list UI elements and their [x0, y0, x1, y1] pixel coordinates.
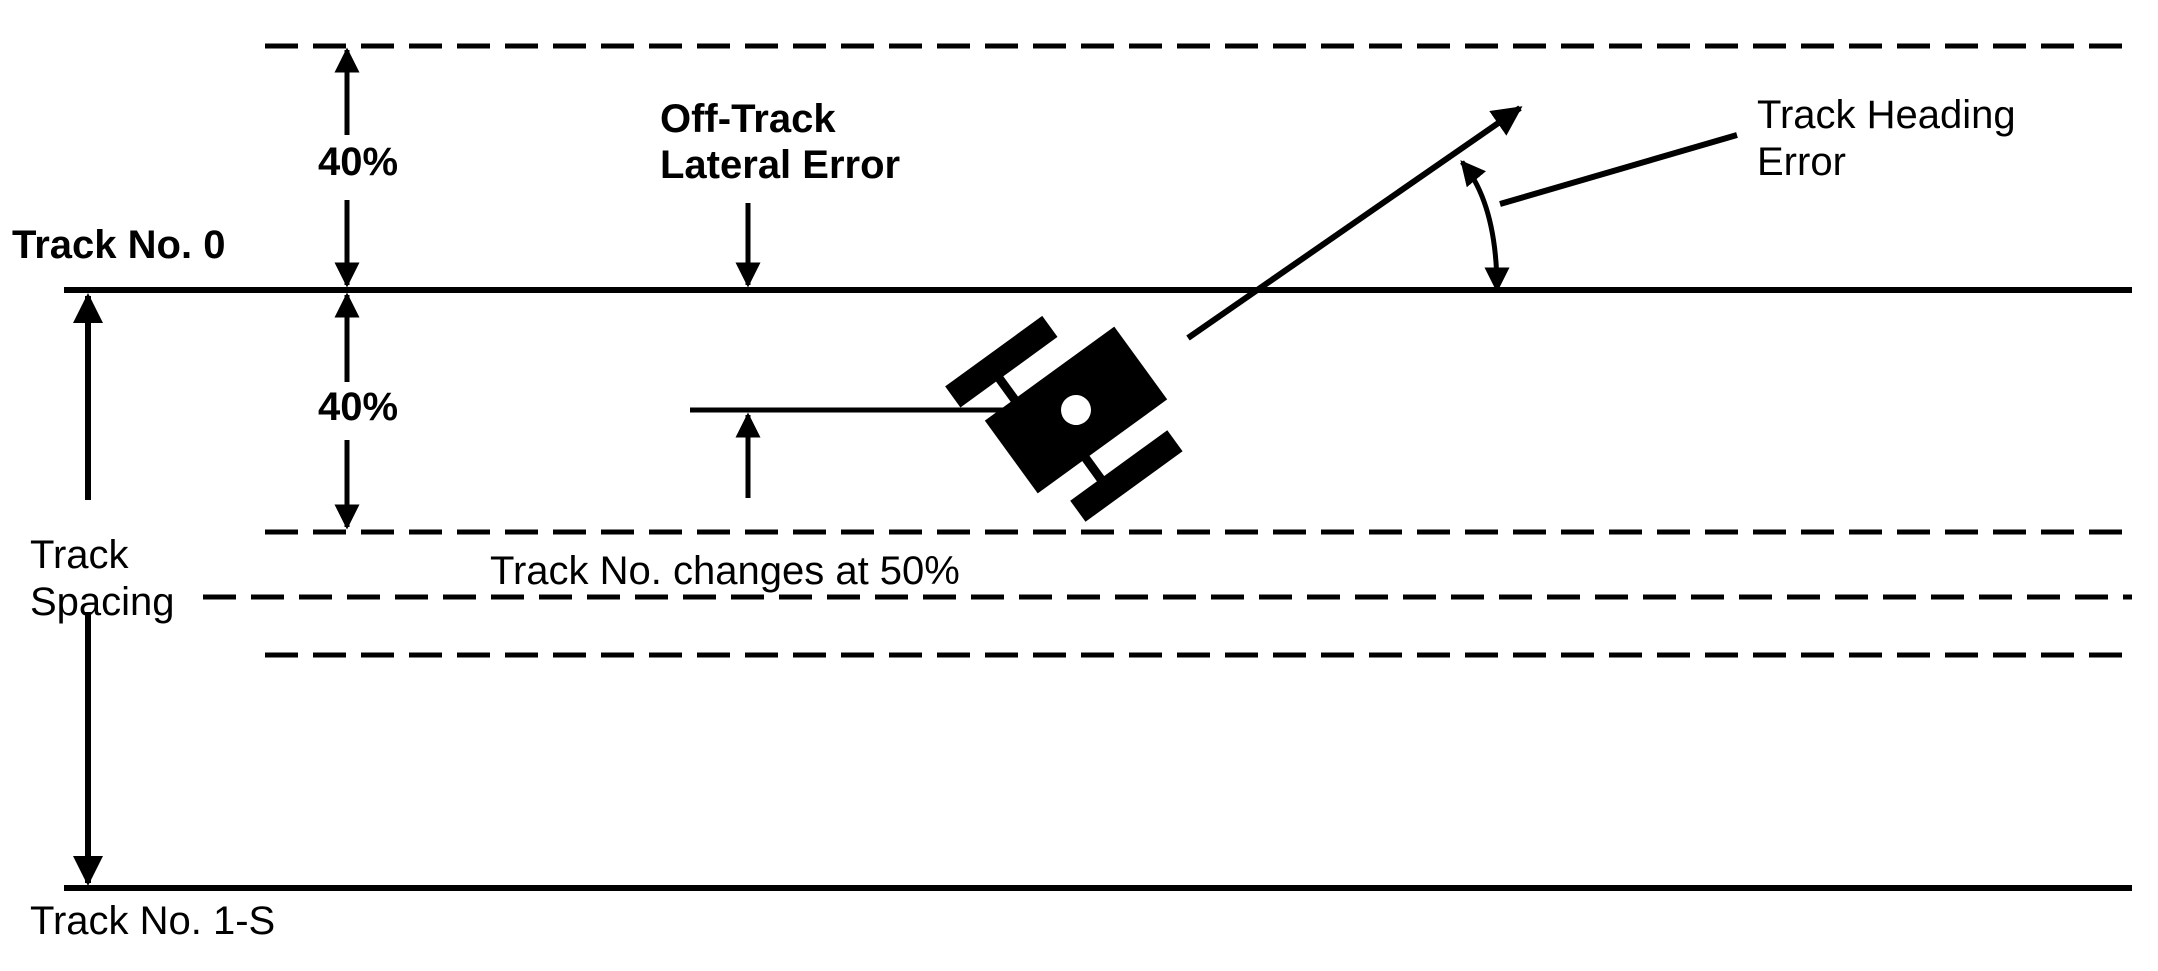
- heading-error-label-line2: Error: [1757, 140, 1846, 184]
- pct-upper-label: 40%: [318, 140, 398, 184]
- tractor-wheel-rear: [1070, 430, 1183, 522]
- track-0-label: Track No. 0: [12, 223, 225, 267]
- pct-lower-label: 40%: [318, 385, 398, 429]
- tractor-top-view-icon: [945, 315, 1183, 522]
- heading-error-label-line1: Track Heading: [1757, 93, 2016, 137]
- track-spacing-label-line1: Track: [30, 533, 130, 577]
- track-1s-label: Track No. 1-S: [30, 899, 275, 943]
- off-track-label-line1: Off-Track: [660, 97, 836, 141]
- track-change-note: Track No. changes at 50%: [490, 549, 960, 593]
- heading-error-angle-arc: [1460, 160, 1510, 293]
- tractor-axle-rear: [1080, 453, 1106, 483]
- tractor-wheel-front: [945, 315, 1058, 408]
- heading-vector-arrow: [1186, 105, 1523, 341]
- track-spacing-label-line2: Spacing: [30, 580, 175, 624]
- off-track-label-line2: Lateral Error: [660, 143, 900, 187]
- tractor-axle-front: [994, 374, 1020, 405]
- tractor-control-point: [1061, 395, 1091, 425]
- heading-error-leader-line: [1499, 132, 1738, 207]
